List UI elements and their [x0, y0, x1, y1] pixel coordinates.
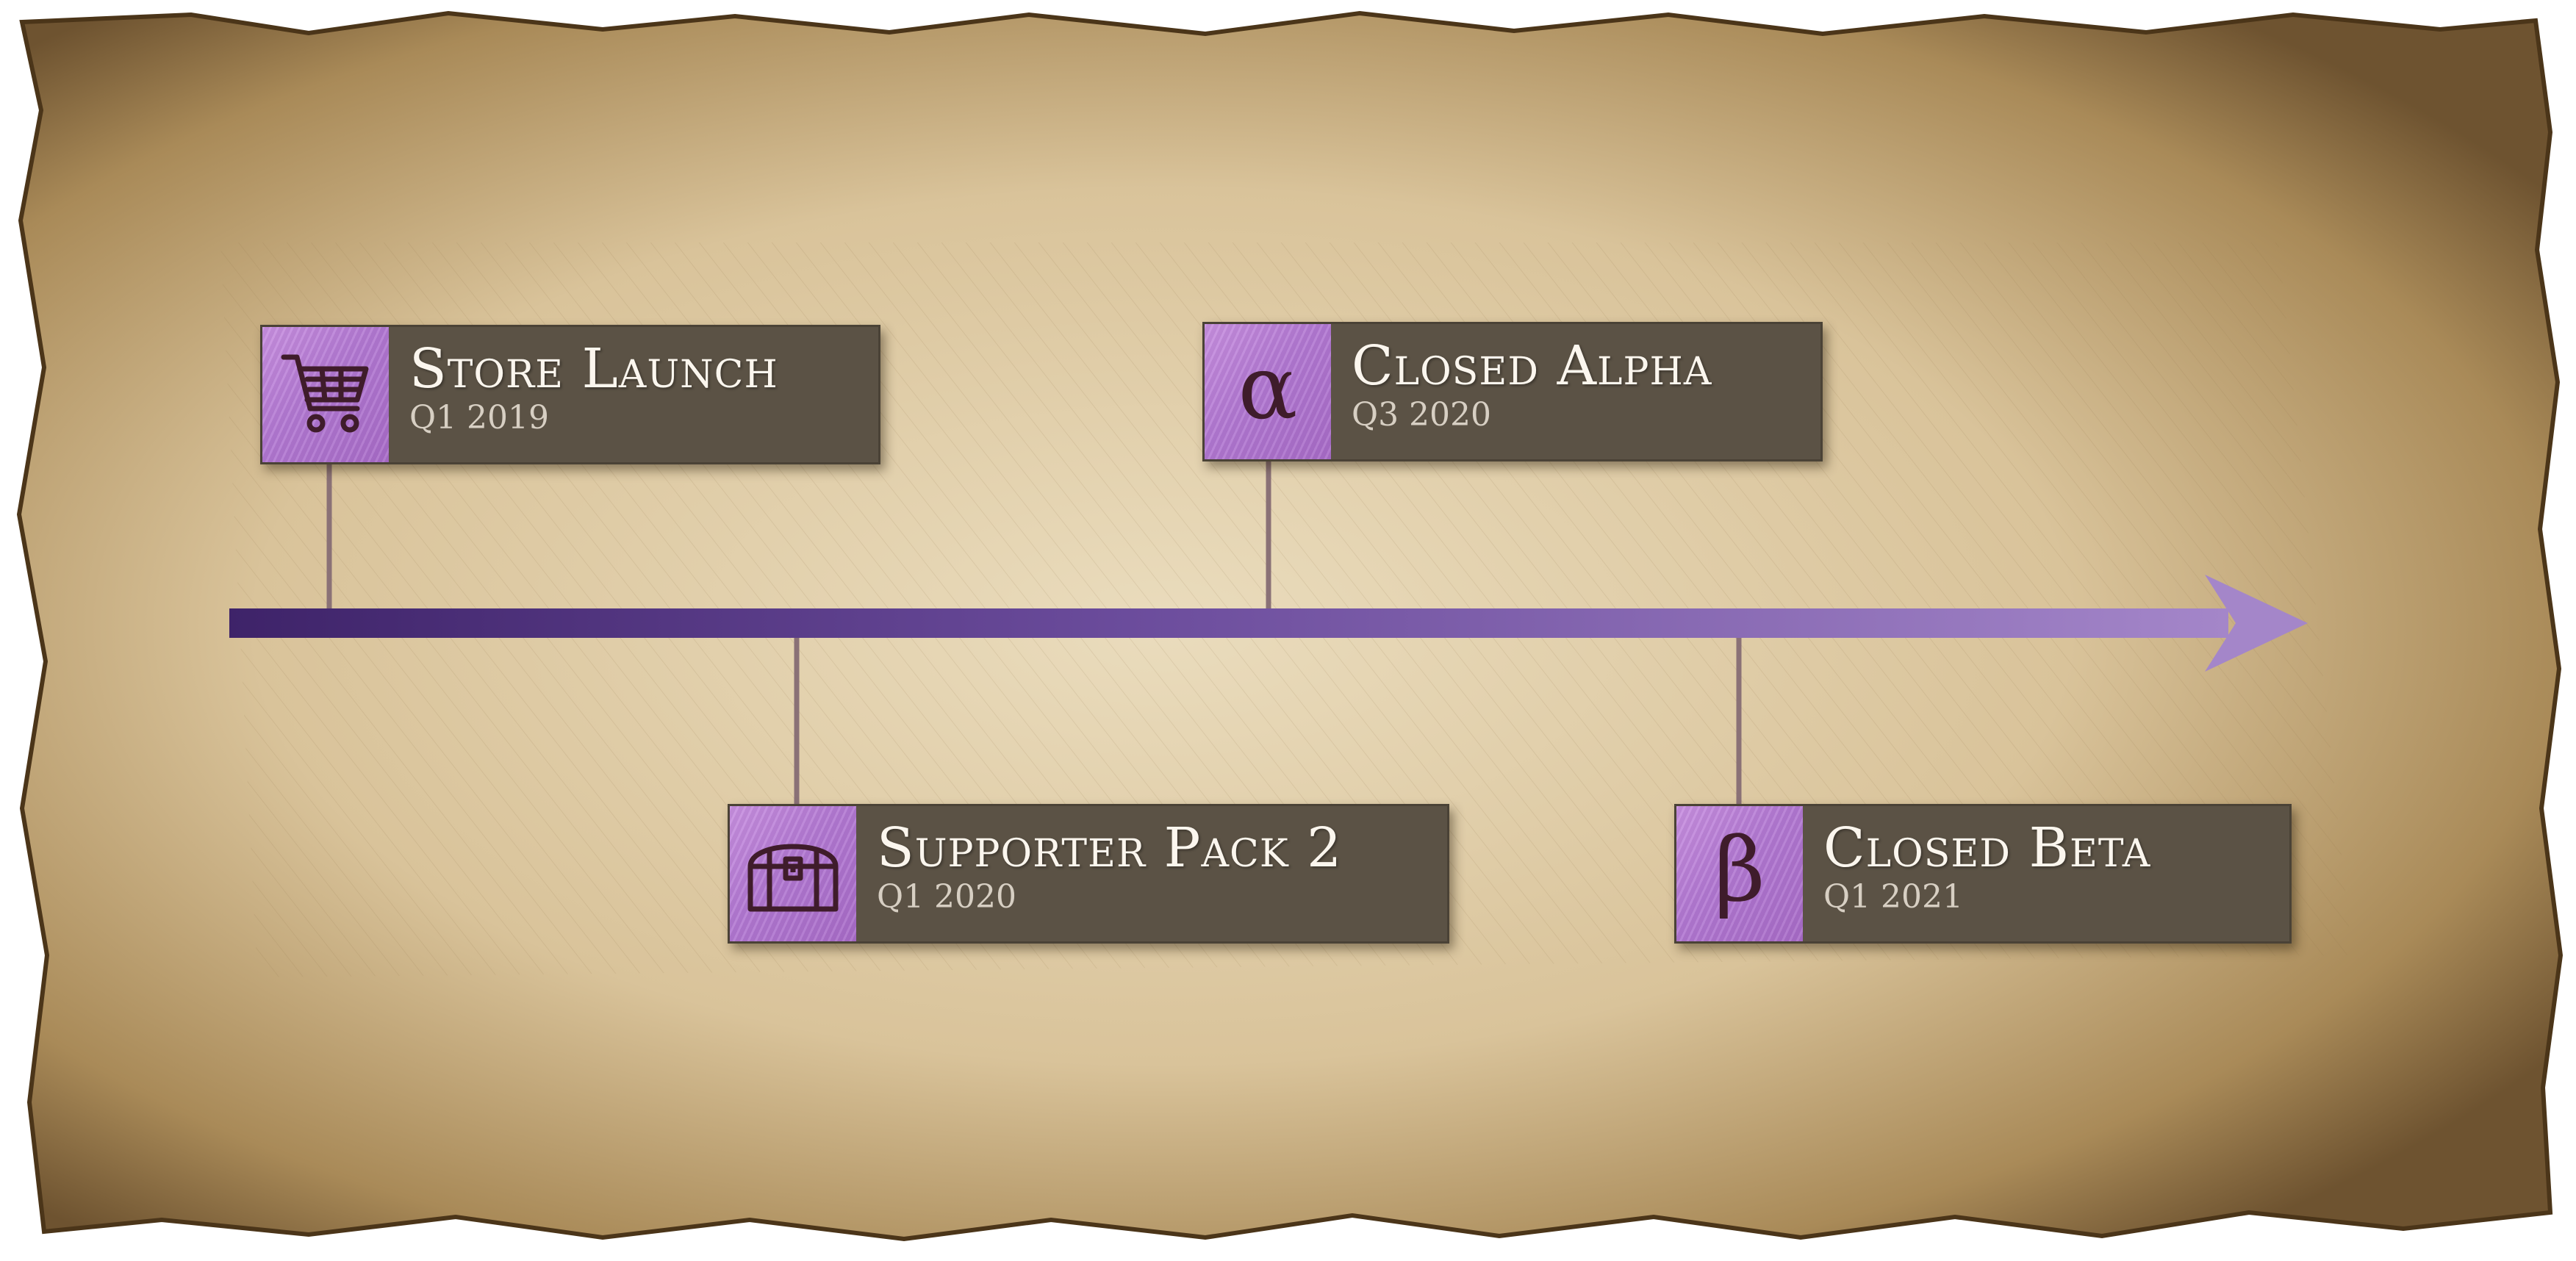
milestone-title: Closed Alpha	[1352, 334, 1712, 398]
connector-lines	[326, 457, 1742, 804]
milestone-text: Supporter Pack 2 Q1 2020	[856, 806, 1364, 941]
milestone-icon-box: β	[1676, 806, 1803, 941]
milestone-icon-box	[730, 806, 856, 941]
milestone-icon-box: α	[1205, 324, 1331, 459]
milestone-store-launch: Store Launch Q1 2019	[260, 325, 880, 464]
treasure-chest-icon	[747, 844, 839, 912]
timeline-arrow	[229, 575, 2308, 672]
milestone-text: Store Launch Q1 2019	[389, 327, 800, 462]
milestone-title: Store Launch	[409, 337, 778, 400]
milestone-title: Supporter Pack 2	[877, 816, 1343, 880]
milestone-closed-beta: β Closed Beta Q1 2021	[1674, 804, 2292, 944]
milestone-date: Q1 2020	[877, 878, 1017, 916]
milestone-supporter-pack-2: Supporter Pack 2 Q1 2020	[728, 804, 1449, 944]
timeline-arrow-shaft	[229, 608, 2228, 638]
shopping-cart-icon	[281, 354, 369, 433]
beta-icon: β	[1714, 819, 1765, 922]
milestone-title: Closed Beta	[1823, 816, 2151, 880]
milestone-text: Closed Beta Q1 2021	[1803, 806, 2173, 941]
alpha-icon: α	[1238, 337, 1298, 439]
milestone-icon-box	[262, 327, 389, 462]
timeline-arrow-head	[2205, 575, 2308, 672]
milestone-closed-alpha: α Closed Alpha Q3 2020	[1202, 322, 1823, 461]
milestone-date: Q3 2020	[1352, 396, 1492, 434]
milestone-text: Closed Alpha Q3 2020	[1331, 324, 1734, 459]
milestone-date: Q1 2021	[1823, 878, 1964, 916]
milestone-date: Q1 2019	[409, 399, 550, 436]
